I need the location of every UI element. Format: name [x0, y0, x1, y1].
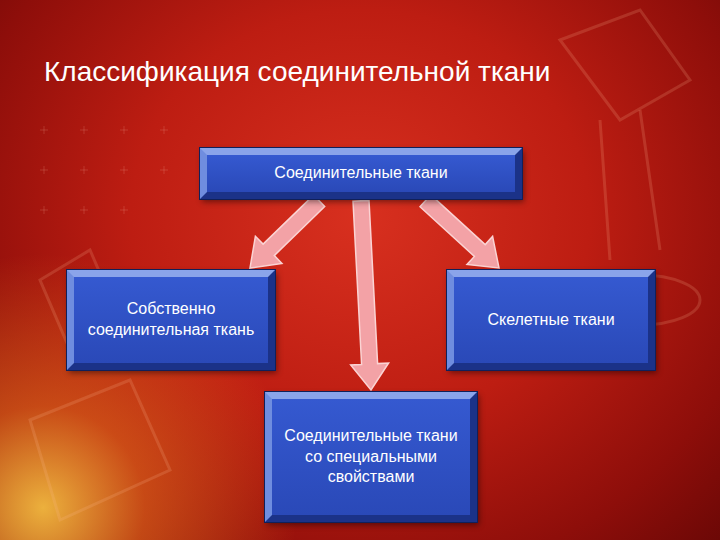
tissue-box: Соединительные ткани со специальными сво…	[265, 392, 477, 522]
microscope-silhouette	[30, 10, 700, 520]
box-label: Скелетные ткани	[487, 310, 614, 331]
tissue-box: Скелетные ткани	[447, 270, 655, 370]
block-arrow	[250, 195, 325, 268]
box-label: Соединительные ткани со специальными сво…	[284, 426, 458, 488]
slide-title: Классификация соединительной ткани	[44, 56, 550, 88]
tissue-box: Собственно соединительная ткань	[67, 270, 275, 370]
tissue-box: Соединительные ткани	[200, 148, 522, 199]
box-label: Соединительные ткани	[274, 163, 447, 184]
arrow-shape	[250, 195, 325, 268]
block-arrow	[351, 200, 389, 390]
block-arrow	[420, 195, 499, 268]
grid-marks	[40, 126, 168, 214]
arrow-shape	[420, 195, 499, 268]
arrow-shape	[351, 200, 389, 390]
box-label: Собственно соединительная ткань	[86, 299, 256, 341]
